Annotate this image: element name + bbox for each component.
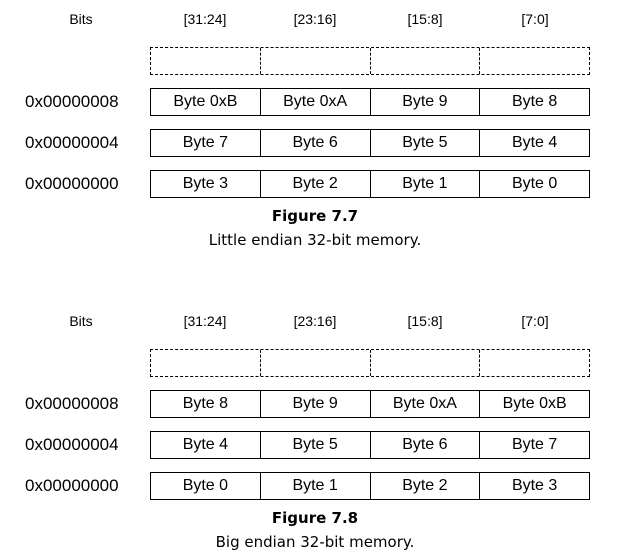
word-address: 0x00000008 [25,92,119,111]
word-cells: Byte 3 Byte 2 Byte 1 Byte 0 [150,170,590,198]
bit-range-header-15-8: [15:8] [407,11,443,27]
bit-range-header-7-0: [7:0] [521,11,549,27]
bit-range-header-7-0: [7:0] [521,313,549,329]
word-address: 0x00000000 [25,174,119,193]
word-address: 0x00000008 [25,394,119,413]
byte-cell: Byte 4 [182,436,229,453]
bit-range-header-31-24: [31:24] [183,11,227,27]
bits-header: Bits [69,11,93,27]
byte-cell: Byte 1 [369,171,480,197]
memory-row: 0x00000008 Byte 8 Byte 9 Byte 0xA Byte 0… [0,390,630,418]
byte-cell: Byte 9 [369,89,480,115]
figure-label: Figure 7.7 [271,207,359,225]
dashed-cell [479,48,589,74]
byte-cell: Byte 7 [479,432,589,458]
dashed-word-cells [150,47,590,75]
word-cells: Byte 7 Byte 6 Byte 5 Byte 4 [150,129,590,157]
byte-cell: Byte 0xA [259,89,370,115]
bit-range-header-15-8: [15:8] [407,313,443,329]
bits-header: Bits [69,313,93,329]
byte-cell: Byte 0xA [369,391,480,417]
figure-label: Figure 7.8 [271,509,359,527]
bit-range-header-23-16: [23:16] [293,11,337,27]
memory-row: 0x00000004 Byte 4 Byte 5 Byte 6 Byte 7 [0,431,630,459]
byte-cell: Byte 1 [259,473,370,499]
byte-cell: Byte 9 [259,391,370,417]
word-cells: Byte 0 Byte 1 Byte 2 Byte 3 [150,472,590,500]
figure-caption: Little endian 32-bit memory. [208,231,422,249]
byte-cell: Byte 2 [259,171,370,197]
byte-cell: Byte 0xB [479,391,589,417]
byte-cell: Byte 0 [479,171,589,197]
figure-caption: Big endian 32-bit memory. [215,533,415,551]
bit-range-header-31-24: [31:24] [183,313,227,329]
byte-cell: Byte 7 [182,134,229,151]
dashed-cell [259,48,370,74]
memory-row: 0x00000008 Byte 0xB Byte 0xA Byte 9 Byte… [0,88,630,116]
word-cells: Byte 0xB Byte 0xA Byte 9 Byte 8 [150,88,590,116]
word-address: 0x00000000 [25,476,119,495]
bit-range-header-23-16: [23:16] [293,313,337,329]
byte-cell: Byte 6 [369,432,480,458]
dashed-cell [259,350,370,376]
memory-row: 0x00000000 Byte 0 Byte 1 Byte 2 Byte 3 [0,472,630,500]
dashed-word-cells [150,349,590,377]
byte-cell: Byte 0 [182,477,229,494]
continuation-row [0,47,630,75]
dashed-cell [151,350,260,376]
memory-row: 0x00000004 Byte 7 Byte 6 Byte 5 Byte 4 [0,129,630,157]
byte-cell: Byte 0xB [173,93,238,110]
byte-cell: Byte 5 [259,432,370,458]
byte-cell: Byte 3 [479,473,589,499]
dashed-cell [479,350,589,376]
byte-cell: Byte 3 [182,175,229,192]
word-cells: Byte 8 Byte 9 Byte 0xA Byte 0xB [150,390,590,418]
byte-cell: Byte 5 [369,130,480,156]
byte-cell: Byte 2 [369,473,480,499]
dashed-cell [151,48,260,74]
byte-cell: Byte 8 [182,395,229,412]
byte-cell: Byte 6 [259,130,370,156]
dashed-cell [369,48,480,74]
dashed-cell [369,350,480,376]
continuation-row [0,349,630,377]
word-cells: Byte 4 Byte 5 Byte 6 Byte 7 [150,431,590,459]
byte-cell: Byte 8 [479,89,589,115]
memory-row: 0x00000000 Byte 3 Byte 2 Byte 1 Byte 0 [0,170,630,198]
word-address: 0x00000004 [25,133,119,152]
word-address: 0x00000004 [25,435,119,454]
byte-cell: Byte 4 [479,130,589,156]
